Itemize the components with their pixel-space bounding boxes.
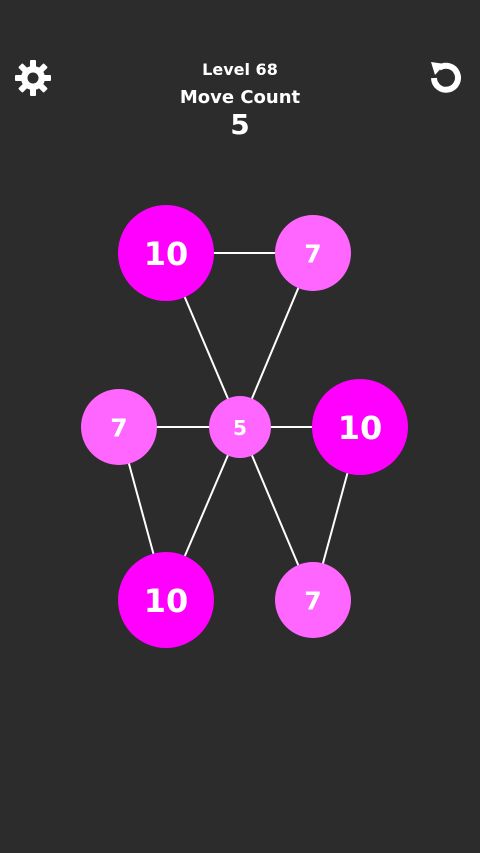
node-circle [275,562,351,638]
node-value: 7 [304,587,321,616]
node-value: 5 [233,416,247,440]
node-circle [118,552,214,648]
move-count-label: Move Count [179,87,301,108]
node-n3[interactable]: 7 [81,389,157,465]
level-label: Level 68 [202,60,278,79]
settings-button[interactable] [13,58,53,98]
node-circle [118,205,214,301]
node-circle [81,389,157,465]
move-count-value: 5 [230,108,250,141]
node-circle [209,396,271,458]
node-n2[interactable]: 7 [275,215,351,291]
node-n4[interactable]: 5 [209,396,271,458]
node-value: 10 [338,409,383,447]
nodes-layer: 10 7 7 5 10 10 7 [81,205,408,648]
node-n1[interactable]: 10 [118,205,214,301]
node-value: 10 [144,582,189,620]
node-value: 10 [144,235,189,273]
header-bar: Level 68 Move Count 5 [0,0,480,150]
node-n7[interactable]: 7 [275,562,351,638]
node-circle [312,379,408,475]
gear-icon [15,60,51,96]
node-value: 7 [110,414,127,443]
node-n5[interactable]: 10 [312,379,408,475]
node-circle [275,215,351,291]
node-value: 7 [304,240,321,269]
restart-icon [431,62,461,93]
node-n6[interactable]: 10 [118,552,214,648]
restart-button[interactable] [426,58,466,98]
